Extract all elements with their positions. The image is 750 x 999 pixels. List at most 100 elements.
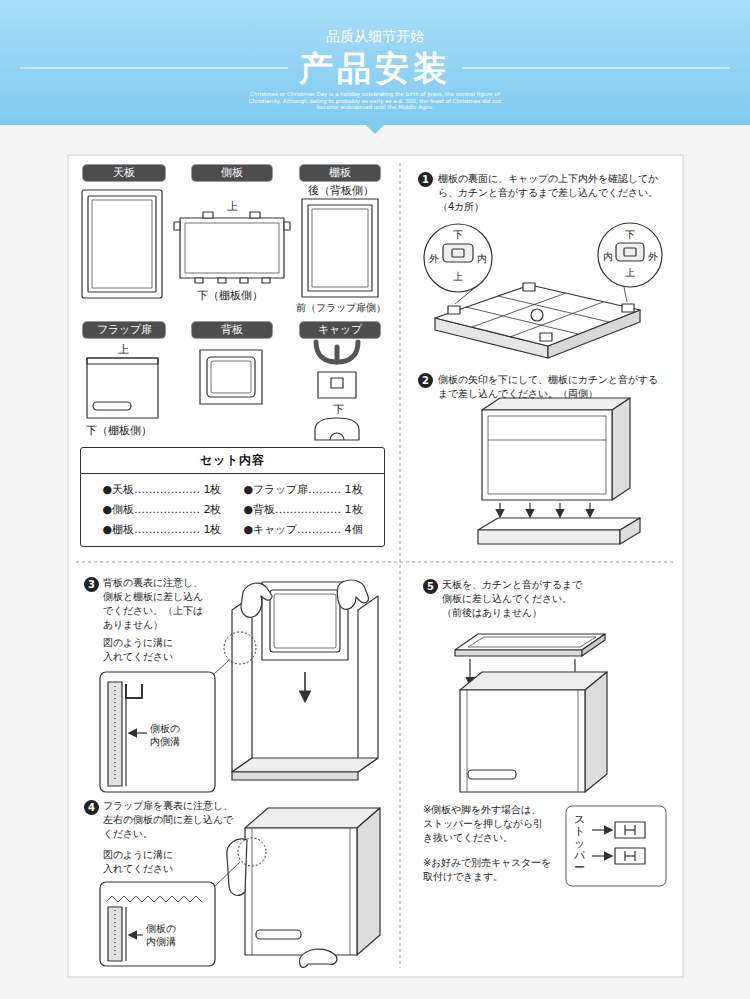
step1-drawing-part: [472, 293, 566, 327]
step4-drawing-part: [114, 910, 115, 958]
step3-drawing-part: [232, 758, 378, 772]
callout-label: 側板の内側溝: [150, 722, 180, 749]
cap-direction: 外: [429, 252, 439, 266]
cap-direction: 上: [453, 270, 463, 284]
step3-drawing-part: [358, 596, 378, 772]
step2-drawing-part: [478, 530, 620, 544]
step4-drawing-part: [227, 839, 247, 895]
parts-drawing-part: [318, 372, 356, 398]
step3-drawing-part: [212, 660, 229, 676]
step1-drawing-part: [598, 223, 662, 287]
step5-drawing-part: [625, 855, 635, 856]
parts-drawing-part: [218, 278, 226, 283]
step-text: 天板を、カチンと音がするまで側板に差し込んでください。（前後はありません）: [442, 578, 585, 620]
orientation-label: 下（棚板側）: [86, 423, 152, 438]
step1-drawing-part: [448, 306, 460, 314]
step3-drawing-part: [130, 732, 147, 733]
cap-direction: 外: [648, 250, 658, 264]
fine-print: Christmas or Christmas Day is a holiday …: [245, 91, 505, 111]
parts-drawing-part: [335, 347, 340, 362]
part-name: キャップ: [318, 323, 362, 336]
orientation-label: 後（背板側）: [308, 183, 374, 198]
list-heading: セット内容: [81, 448, 384, 474]
list-item: ●背板……………… 1枚: [244, 500, 363, 520]
step1-drawing-part: [455, 285, 478, 304]
step-text: 棚板の裏面に、キャップの上下内外を確認してから、カチンと音がするまで差し込んでく…: [438, 172, 661, 214]
step5-drawing-part: [578, 690, 579, 792]
step3-drawing-part: [337, 580, 368, 609]
part-name: フラップ扉: [97, 323, 152, 336]
step3-drawing-part: [100, 672, 215, 792]
step5-drawing-part: [469, 659, 470, 684]
orientation-label: 前（フラップ扉側）: [296, 301, 386, 315]
parts-drawing-part: [200, 350, 262, 404]
step4-drawing-part: [256, 930, 301, 939]
step2-drawing-part: [482, 410, 612, 500]
parts-drawing-part: [93, 402, 131, 410]
step2-drawing-part: [559, 503, 560, 516]
parts-drawing-part: [82, 190, 162, 298]
orientation-label: 上: [118, 342, 129, 357]
panel-part: [68, 155, 683, 977]
step2-drawing-part: [589, 503, 590, 516]
parts-drawing-part: [315, 418, 359, 440]
parts-drawing-part: [87, 358, 158, 418]
header-ground-part: [0, 0, 750, 125]
panel-part: [76, 562, 675, 563]
list-item: ●フラップ扉……… 1枚: [244, 480, 363, 500]
parts-drawing-part: [331, 378, 343, 388]
step1-drawing: [424, 223, 662, 358]
header-ground-part: [20, 68, 288, 69]
list-item: ●棚板……………… 1枚: [102, 520, 221, 540]
step-number: 3: [84, 577, 99, 592]
step4-drawing-part: [108, 907, 122, 961]
list-item: ●側板……………… 2枚: [102, 500, 221, 520]
step2-drawing-part: [478, 518, 640, 530]
parts-drawing-part: [87, 358, 158, 364]
part-tab: 棚板: [300, 165, 380, 181]
step1-drawing-part: [624, 287, 627, 302]
step1-drawing-part: [443, 244, 473, 262]
list-item: ●キャップ………… 4個: [244, 520, 363, 540]
step1-drawing-part: [624, 248, 636, 256]
parts-drawing-part: [316, 342, 358, 362]
part-tab: フラップ扉: [83, 322, 165, 338]
part-tab: 天板: [83, 165, 165, 181]
cap-direction: 内: [603, 250, 613, 264]
step2-drawing-part: [488, 440, 606, 441]
callout-number: 1: [422, 174, 429, 185]
step3-drawing-part: [224, 632, 256, 664]
step3-drawing-part: [114, 686, 115, 782]
parts-drawing-part: [330, 433, 344, 440]
step3-drawing-part: [304, 672, 306, 700]
step1-drawing-part: [540, 333, 552, 341]
step4-drawing-part: [106, 896, 202, 902]
step5-drawing-part: [468, 637, 596, 647]
step2-drawing: [478, 398, 640, 544]
step5-drawing-part: [455, 650, 582, 656]
step4-drawing-part: [130, 934, 143, 935]
step5-drawing-part: [582, 634, 605, 656]
orientation-label: 下: [333, 402, 344, 417]
part-name: 天板: [113, 166, 135, 179]
step1-drawing-part: [510, 302, 603, 337]
parts-drawing-part: [308, 205, 372, 291]
step1-drawing-part: [531, 309, 543, 321]
step5-drawing-part: [566, 806, 666, 886]
part-tab: キャップ: [300, 322, 380, 338]
step2-drawing-part: [482, 398, 630, 410]
panel-part: [400, 163, 401, 968]
cap-direction: 内: [477, 252, 487, 266]
step5-drawing-part: [615, 848, 645, 864]
parts-drawing-part: [195, 278, 203, 283]
callout-number: 2: [422, 375, 429, 386]
parts-drawing-part: [180, 218, 284, 278]
title: 产品安装: [0, 46, 750, 92]
slogan: 品质从细节开始: [0, 28, 750, 46]
step1-drawing-part: [498, 296, 609, 322]
step4-drawing-part: [100, 882, 215, 966]
orientation-label: 上: [227, 199, 238, 214]
step5-drawing-part: [455, 634, 605, 650]
header-ground-part: [462, 68, 730, 69]
parts-drawing-part: [211, 361, 251, 393]
